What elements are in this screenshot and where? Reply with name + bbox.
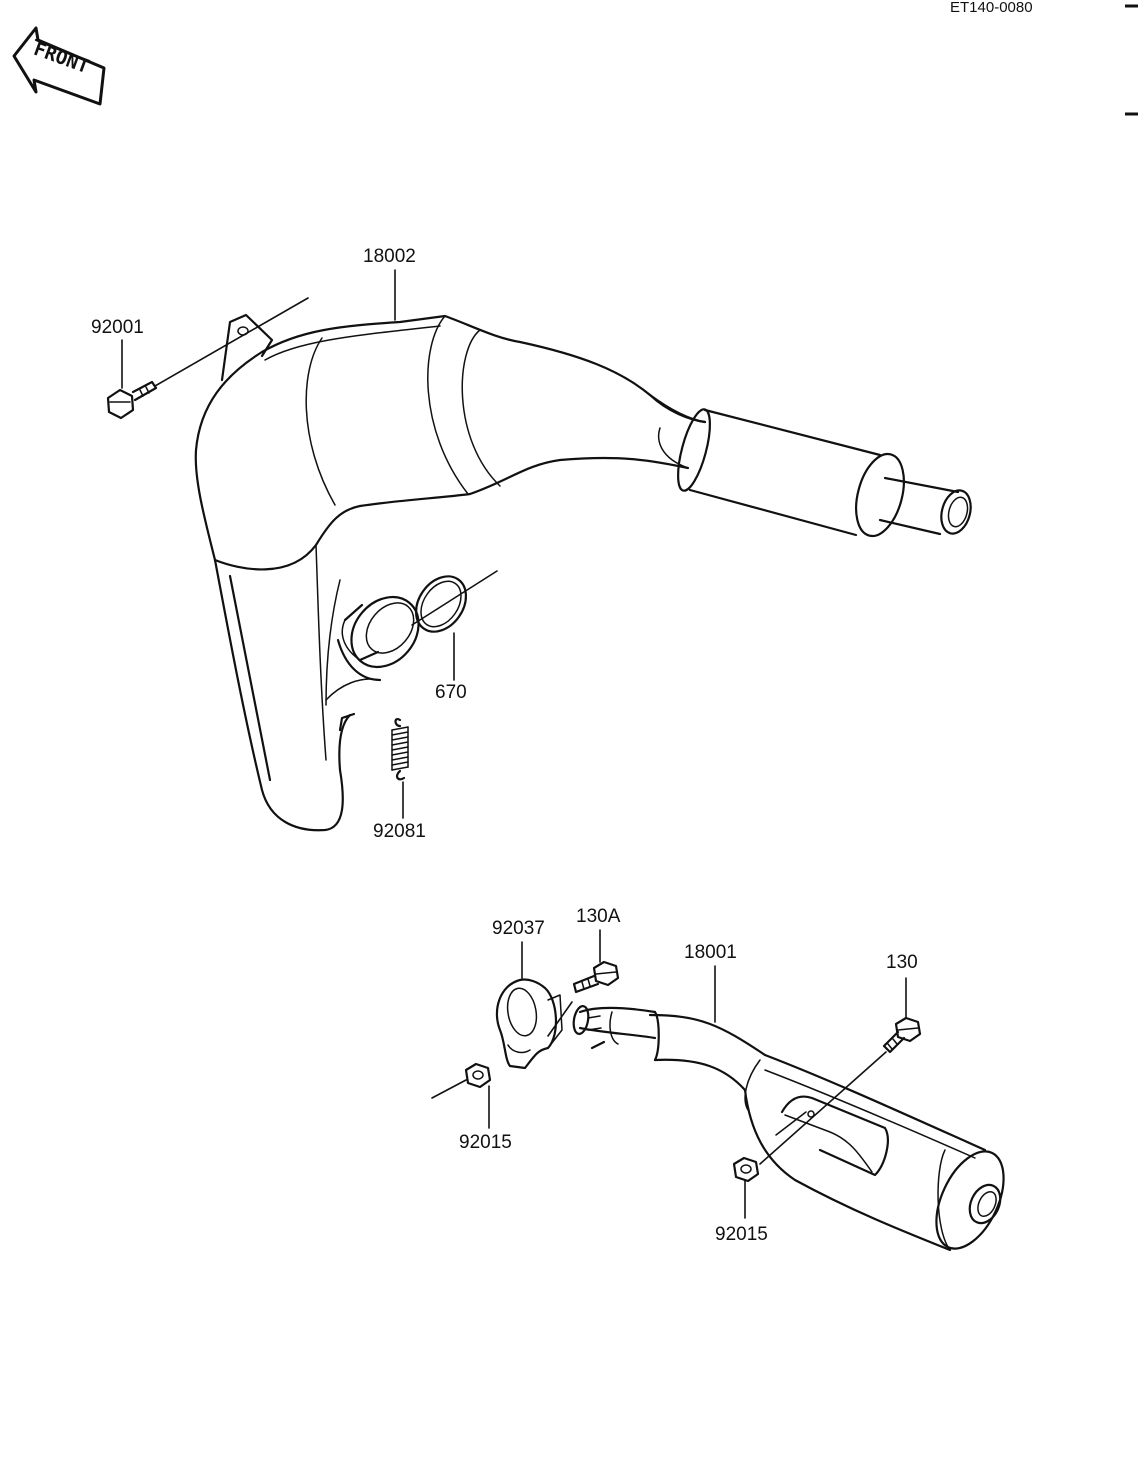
leader-130A-axis: [547, 1001, 573, 1037]
nut-92015-left-icon: [464, 1062, 492, 1089]
part-label-18002: 18002: [363, 246, 416, 267]
part-label-18001: 18001: [684, 942, 737, 963]
silencer-18001: [572, 1005, 1005, 1252]
nut-92015-right-icon: [732, 1156, 760, 1183]
expansion-chamber-18002: [194, 313, 972, 832]
leader-670-axis: [411, 570, 498, 626]
front-arrow-icon: FRONT: [12, 26, 106, 106]
gasket-670-icon: [414, 575, 468, 633]
part-label-92081: 92081: [373, 821, 426, 842]
leader-92015-left-axis: [431, 1079, 467, 1099]
bolt-130A-icon: [572, 960, 620, 994]
part-label-130A: 130A: [576, 906, 621, 927]
diagram-code: ET140-0080: [950, 0, 1033, 16]
clamp-92037-icon: [495, 978, 563, 1070]
bolt-92001-icon: [106, 380, 158, 420]
part-label-670: 670: [435, 682, 467, 703]
part-label-92015-right: 92015: [715, 1224, 768, 1245]
leader-130-axis: [759, 1051, 887, 1165]
leader-92001-axis: [154, 297, 309, 387]
part-label-92001: 92001: [91, 317, 144, 338]
spring-92081-icon: [391, 718, 409, 781]
part-label-92037: 92037: [492, 918, 545, 939]
bolt-130-icon: [882, 1016, 922, 1054]
part-label-92015-left: 92015: [459, 1132, 512, 1153]
part-label-130: 130: [886, 952, 918, 973]
